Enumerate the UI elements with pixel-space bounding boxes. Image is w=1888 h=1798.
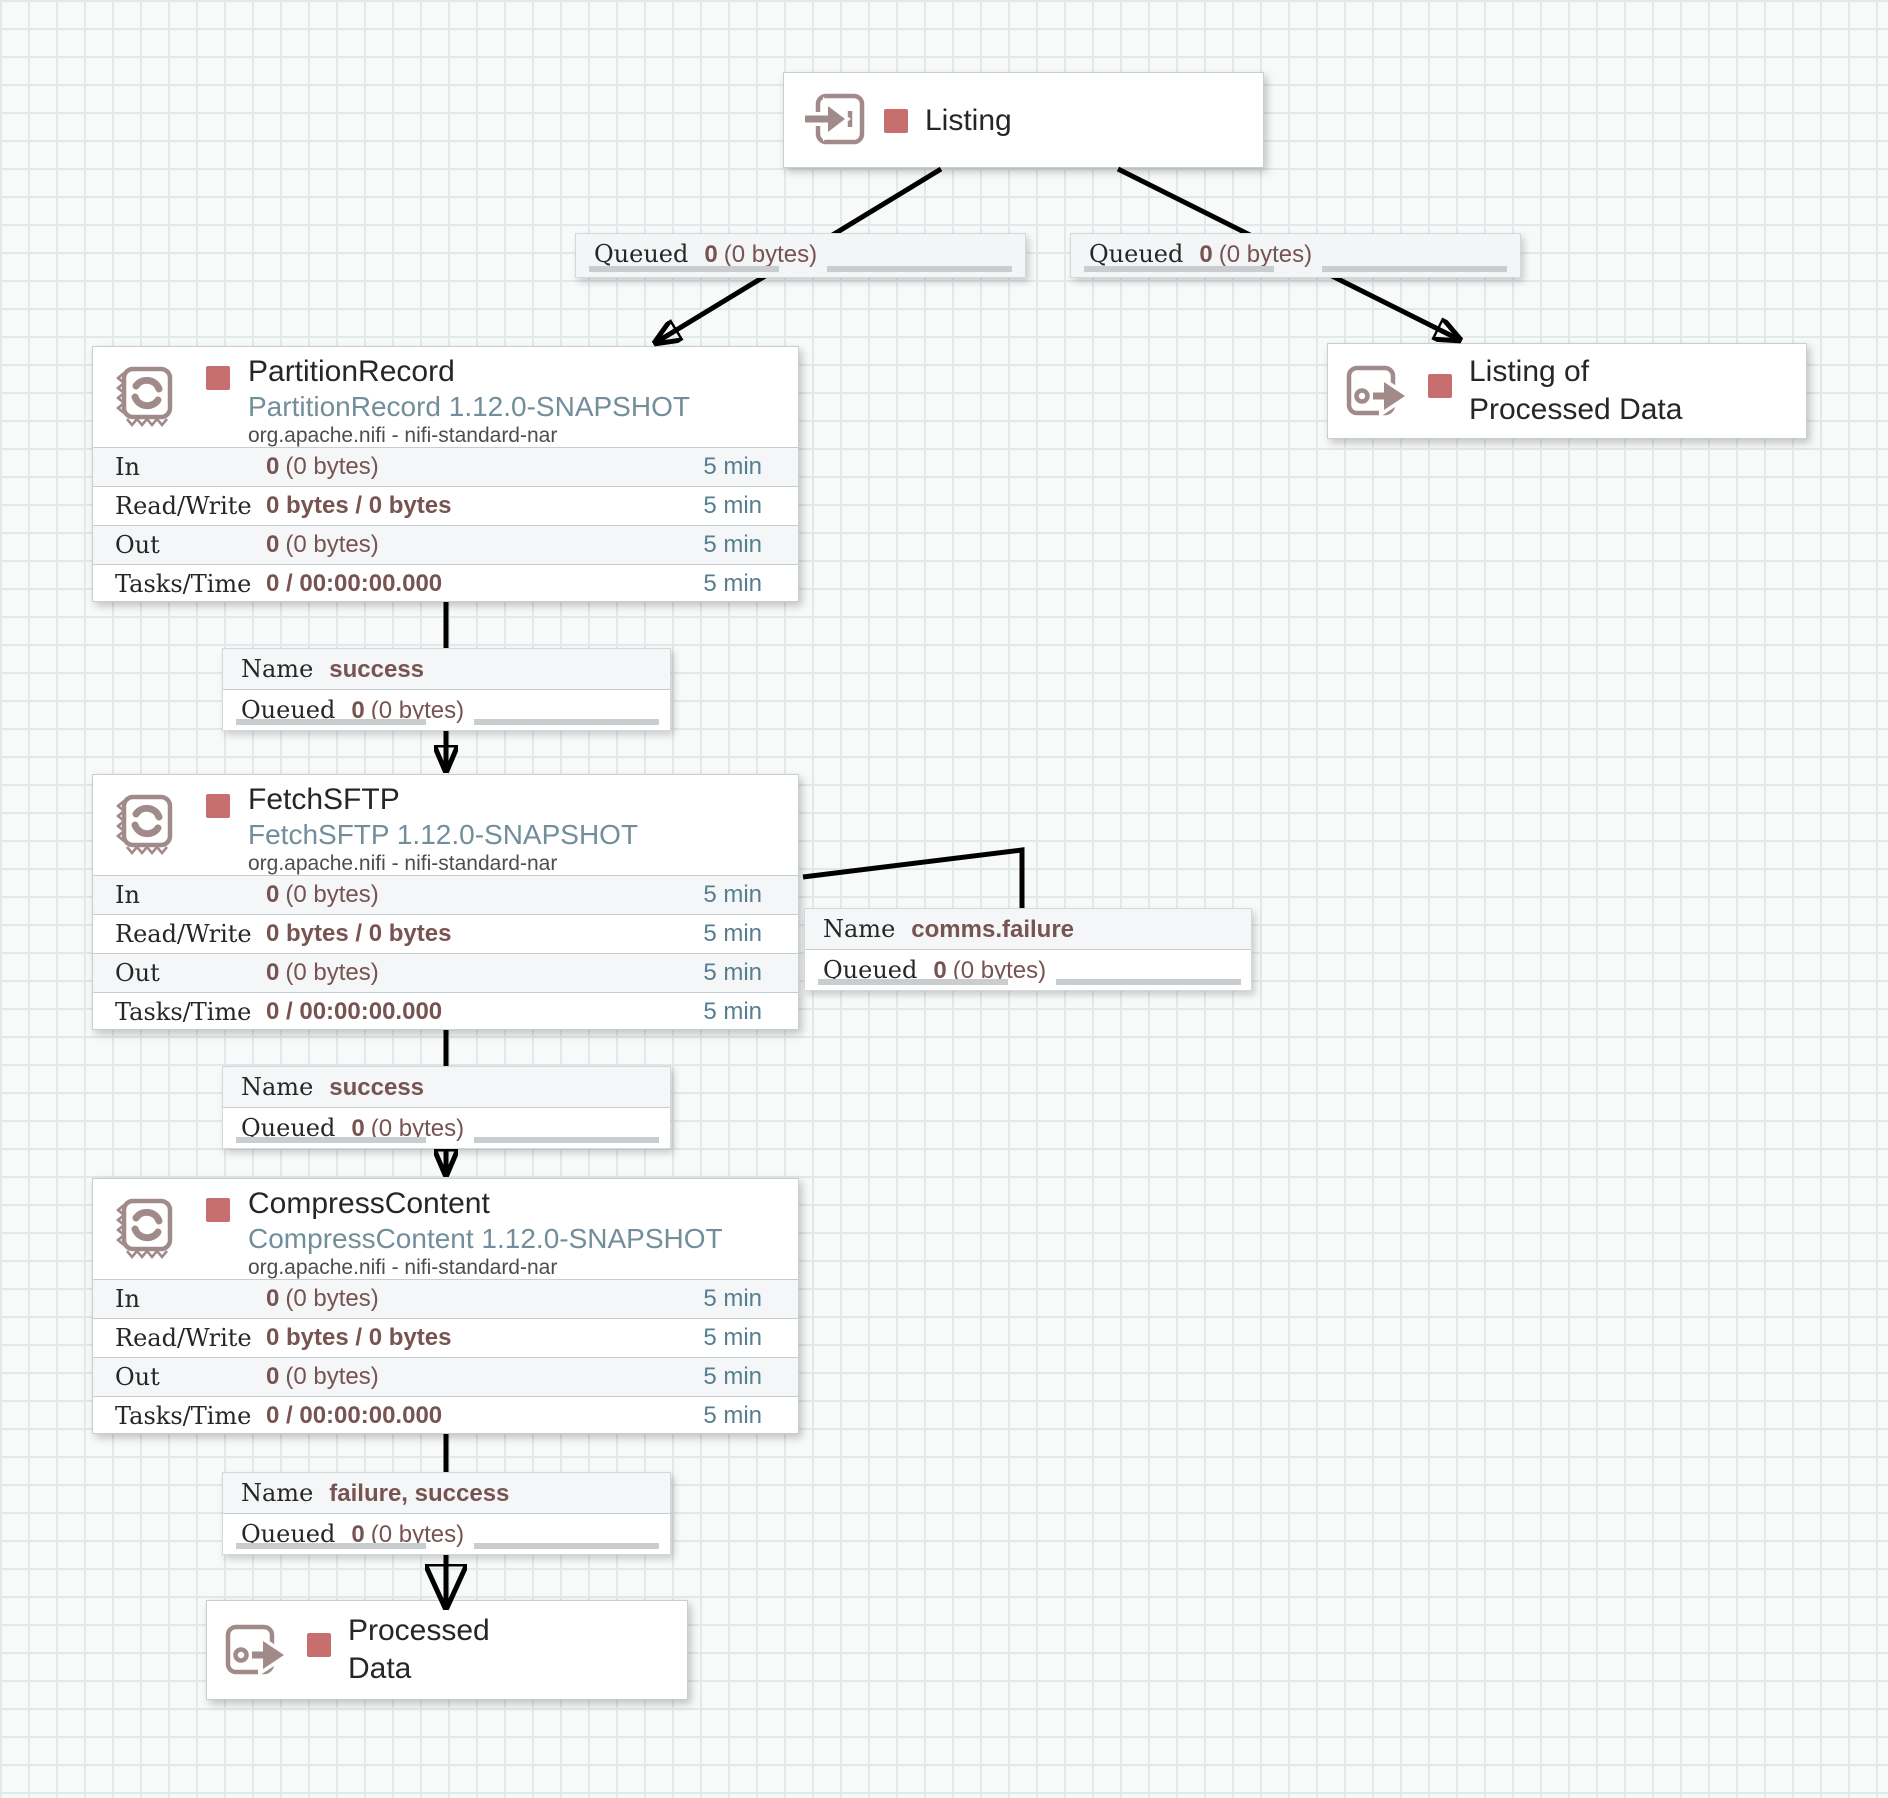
stat-row-taskstime: Tasks/Time 0 / 00:00:00.000 5 min xyxy=(93,564,798,603)
stat-row-out: Out 0(0 bytes) 5 min xyxy=(93,525,798,564)
processor-compresscontent[interactable]: CompressContent CompressContent 1.12.0-S… xyxy=(92,1178,799,1434)
port-title: Processed Data xyxy=(348,1614,490,1685)
name-label: Name xyxy=(241,655,314,683)
processor-header: FetchSFTP FetchSFTP 1.12.0-SNAPSHOT org.… xyxy=(93,775,798,875)
stopped-state-icon xyxy=(206,794,230,818)
relationship-name: success xyxy=(329,656,425,683)
processor-icon xyxy=(111,1197,173,1261)
queued-size: (0 bytes) xyxy=(1218,241,1313,268)
stat-row-readwrite: Read/Write 0 bytes / 0 bytes 5 min xyxy=(93,914,798,953)
connection-label-queued-left[interactable]: Queued 0(0 bytes) xyxy=(575,233,1026,278)
relationship-name: failure, success xyxy=(329,1480,510,1507)
queued-count: 0 xyxy=(704,241,718,268)
processor-type: FetchSFTP 1.12.0-SNAPSHOT xyxy=(248,819,639,850)
queue-size-bar xyxy=(1322,266,1507,272)
output-port-icon xyxy=(1346,365,1410,417)
queue-size-bar xyxy=(1056,979,1241,985)
name-label: Name xyxy=(823,915,896,943)
queue-count-bar xyxy=(236,1543,426,1549)
name-label: Name xyxy=(241,1073,314,1101)
processor-header: CompressContent CompressContent 1.12.0-S… xyxy=(93,1179,798,1279)
processor-type: PartitionRecord 1.12.0-SNAPSHOT xyxy=(248,391,690,422)
relationship-name: success xyxy=(329,1074,425,1101)
processor-icon xyxy=(111,365,173,429)
stopped-state-icon xyxy=(1428,374,1452,398)
output-port-icon xyxy=(225,1624,289,1676)
queued-count: 0 xyxy=(1199,241,1213,268)
processor-partitionrecord[interactable]: PartitionRecord PartitionRecord 1.12.0-S… xyxy=(92,346,799,602)
queue-count-bar xyxy=(589,266,779,272)
stat-row-out: Out 0(0 bytes) 5 min xyxy=(93,1357,798,1396)
output-port-listing-of-processed-data[interactable]: Listing of Processed Data xyxy=(1327,343,1807,439)
queued-count: 0 xyxy=(351,1115,365,1142)
processor-name: CompressContent xyxy=(248,1187,490,1220)
port-title: Listing xyxy=(925,104,1012,137)
stat-row-taskstime: Tasks/Time 0 / 00:00:00.000 5 min xyxy=(93,992,798,1031)
queue-count-bar xyxy=(236,719,426,725)
stopped-state-icon xyxy=(884,109,908,133)
stat-row-readwrite: Read/Write 0 bytes / 0 bytes 5 min xyxy=(93,1318,798,1357)
queue-size-bar xyxy=(827,266,1012,272)
processor-bundle: org.apache.nifi - nifi-standard-nar xyxy=(248,1256,558,1279)
queue-count-bar xyxy=(236,1137,426,1143)
queue-size-bar xyxy=(474,1137,659,1143)
stopped-state-icon xyxy=(307,1633,331,1657)
stat-row-taskstime: Tasks/Time 0 / 00:00:00.000 5 min xyxy=(93,1396,798,1435)
stat-row-in: In 0(0 bytes) 5 min xyxy=(93,447,798,486)
processor-type: CompressContent 1.12.0-SNAPSHOT xyxy=(248,1223,723,1254)
queue-size-bar xyxy=(474,719,659,725)
stat-row-in: In 0(0 bytes) 5 min xyxy=(93,1279,798,1318)
connection-label-queued-right[interactable]: Queued 0(0 bytes) xyxy=(1070,233,1521,278)
processor-name: FetchSFTP xyxy=(248,783,400,816)
processor-header: PartitionRecord PartitionRecord 1.12.0-S… xyxy=(93,347,798,447)
stat-row-readwrite: Read/Write 0 bytes / 0 bytes 5 min xyxy=(93,486,798,525)
stat-row-in: In 0(0 bytes) 5 min xyxy=(93,875,798,914)
processor-bundle: org.apache.nifi - nifi-standard-nar xyxy=(248,852,558,875)
queued-count: 0 xyxy=(351,697,365,724)
processor-icon xyxy=(111,793,173,857)
queue-count-bar xyxy=(1084,266,1274,272)
queued-count: 0 xyxy=(351,1521,365,1548)
name-label: Name xyxy=(241,1479,314,1507)
stat-row-out: Out 0(0 bytes) 5 min xyxy=(93,953,798,992)
queued-size: (0 bytes) xyxy=(723,241,818,268)
input-port-listing[interactable]: Listing xyxy=(783,72,1264,168)
queue-count-bar xyxy=(818,979,1008,985)
stopped-state-icon xyxy=(206,366,230,390)
stopped-state-icon xyxy=(206,1198,230,1222)
queued-label: Queued xyxy=(594,240,689,268)
processor-name: PartitionRecord xyxy=(248,355,455,388)
processor-fetchsftp[interactable]: FetchSFTP FetchSFTP 1.12.0-SNAPSHOT org.… xyxy=(92,774,799,1030)
processor-bundle: org.apache.nifi - nifi-standard-nar xyxy=(248,424,558,447)
input-port-icon xyxy=(802,93,866,147)
port-title: Listing of Processed Data xyxy=(1469,355,1683,426)
relationship-name: comms.failure xyxy=(911,916,1075,943)
queued-count: 0 xyxy=(933,957,947,984)
queued-label: Queued xyxy=(1089,240,1184,268)
queue-size-bar xyxy=(474,1543,659,1549)
